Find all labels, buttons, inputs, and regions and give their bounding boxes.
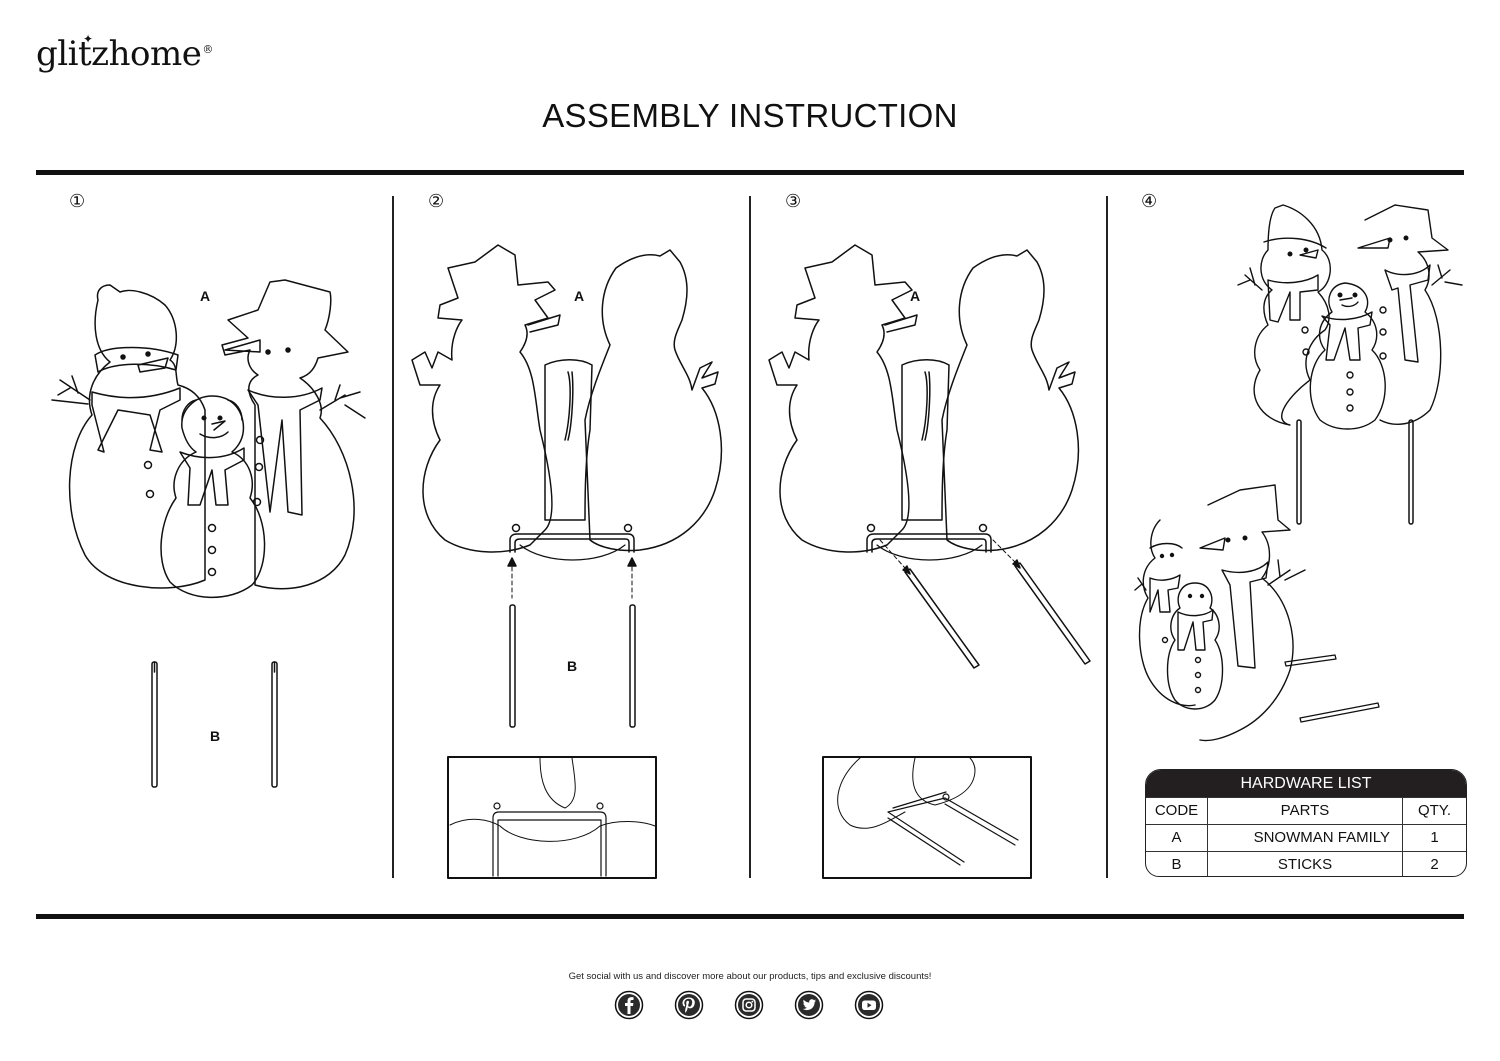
social-tagline: Get social with us and discover more abo… [568, 971, 932, 982]
row-qty: 2 [1430, 856, 1439, 873]
row-qty: 1 [1430, 829, 1439, 846]
column-divider [749, 196, 751, 878]
part-label-a: A [200, 288, 211, 304]
step-4-number: ④ [1141, 191, 1158, 212]
facebook-icon[interactable] [614, 990, 644, 1020]
twitter-icon[interactable] [794, 990, 824, 1020]
step-3-snowman-back [768, 244, 1080, 561]
step-4-assembled-side [1134, 484, 1306, 742]
pinterest-icon[interactable] [674, 990, 704, 1020]
sparkle-icon: ✦ [83, 32, 93, 46]
table-row: A SNOWMAN FAMILY 1 [1146, 824, 1466, 851]
top-rule [36, 170, 1464, 175]
hardware-list-title: HARDWARE LIST [1146, 770, 1466, 797]
row-code: B [1146, 852, 1208, 876]
row-code: A [1146, 825, 1208, 851]
part-label-b: B [210, 728, 221, 744]
part-label-b: B [567, 658, 578, 674]
step-1-snowman-family [51, 279, 366, 599]
table-row: B STICKS 2 [1146, 851, 1466, 876]
step-4-assembled-front [1237, 204, 1463, 430]
column-header-parts: PARTS [1208, 798, 1403, 824]
brand-logo: glitzhome® ✦ [36, 32, 213, 74]
row-part: STICKS [1208, 852, 1403, 876]
step-1-number: ① [69, 191, 86, 212]
column-divider [392, 196, 394, 878]
step-2-snowman-back [411, 244, 723, 561]
instagram-icon[interactable] [734, 990, 764, 1020]
page-title: ASSEMBLY INSTRUCTION [542, 97, 958, 134]
bottom-rule [36, 914, 1464, 919]
column-divider [1106, 196, 1108, 878]
step-2-number: ② [428, 191, 445, 212]
part-label-a: A [574, 288, 585, 304]
step-3-number: ③ [785, 191, 802, 212]
column-header-qty: QTY. [1417, 802, 1452, 819]
part-label-a: A [910, 288, 921, 304]
stick-b [151, 661, 158, 788]
table-header-row: CODE PARTS QTY. [1146, 797, 1466, 824]
hardware-list-table: HARDWARE LIST CODE PARTS QTY. A SNOWMAN … [1145, 769, 1467, 877]
stick-b [271, 661, 278, 788]
youtube-icon[interactable] [854, 990, 884, 1020]
column-header-code: CODE [1146, 798, 1208, 824]
row-part: SNOWMAN FAMILY [1208, 825, 1403, 851]
brand-name: glitzhome [36, 34, 202, 74]
registered-mark: ® [202, 42, 213, 56]
